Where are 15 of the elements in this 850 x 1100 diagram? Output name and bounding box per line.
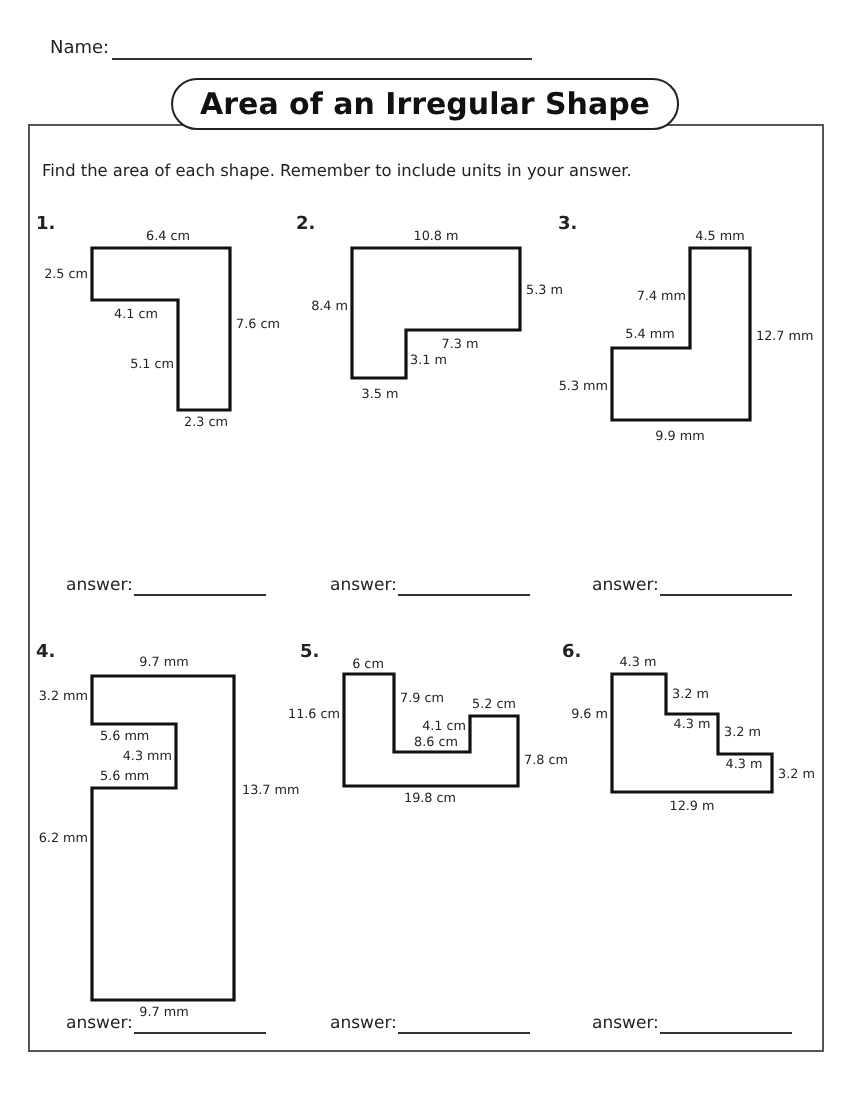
answer-label: answer: bbox=[592, 577, 659, 595]
answer-label: answer: bbox=[66, 1015, 133, 1033]
answer-label: answer: bbox=[330, 1015, 397, 1033]
answer-label: answer: bbox=[330, 577, 397, 595]
problem-number: 4. bbox=[36, 645, 56, 663]
instruction-text: Find the area of each shape. Remember to include units in your answer. bbox=[42, 161, 632, 179]
problem-number: 2. bbox=[296, 217, 316, 235]
problem-number: 3. bbox=[558, 217, 578, 235]
problem-number: 1. bbox=[36, 217, 56, 235]
problem-number: 6. bbox=[562, 645, 582, 663]
answer-label: answer: bbox=[66, 577, 133, 595]
name-label: Name: bbox=[50, 41, 110, 59]
problem-number: 5. bbox=[300, 645, 320, 663]
title: Area of an Irregular Shape bbox=[170, 78, 680, 130]
answer-label: answer: bbox=[592, 1015, 659, 1033]
